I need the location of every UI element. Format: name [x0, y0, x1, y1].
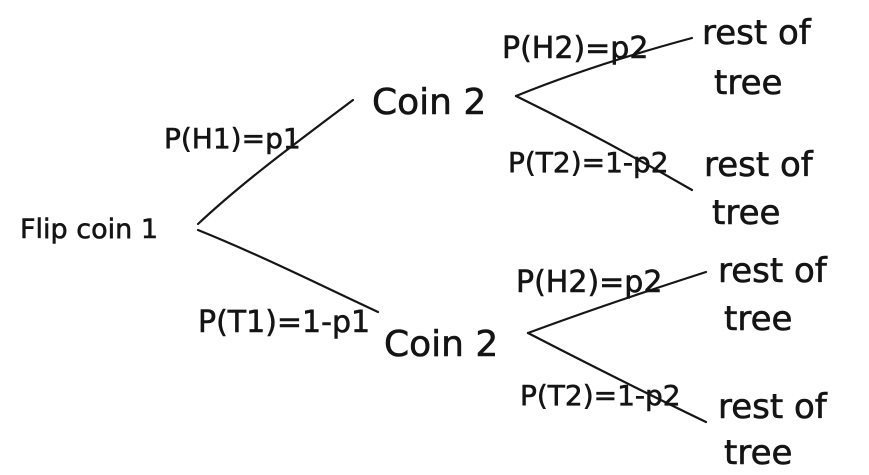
- label-upper-prob-h2: P(H2)=p2: [502, 31, 648, 66]
- leaf-1-line1: rest of: [702, 13, 812, 53]
- label-lower-prob-h2: P(H2)=p2: [516, 265, 662, 300]
- root-node-label: Flip coin 1: [20, 214, 158, 245]
- label-lower-prob-t2: P(T2)=1-p2: [520, 379, 681, 412]
- upper-coin2-node: Coin 2: [372, 82, 486, 123]
- leaf-4: rest of tree: [718, 387, 828, 474]
- branch-lower-heads: [526, 270, 708, 335]
- branch-upper-tails: [514, 94, 694, 192]
- leaf-2: rest of tree: [704, 145, 814, 234]
- branch-upper-heads: [514, 36, 694, 98]
- branch-lower-tails: [526, 331, 708, 424]
- branch-coin1-heads: [196, 98, 355, 226]
- leaf-3-line1: rest of: [718, 251, 828, 291]
- label-prob-h1: P(H1)=p1: [164, 122, 301, 155]
- leaf-1: rest of tree: [702, 13, 812, 104]
- leaf-2-line1: rest of: [704, 145, 814, 185]
- leaf-4-line2: tree: [724, 433, 792, 473]
- leaf-3: rest of tree: [718, 251, 828, 340]
- branch-coin1-tails: [196, 228, 380, 314]
- label-upper-prob-t2: P(T2)=1-p2: [508, 146, 669, 179]
- leaf-4-line1: rest of: [718, 387, 828, 427]
- label-prob-t1: P(T1)=1-p1: [198, 305, 370, 340]
- leaf-3-line2: tree: [724, 299, 792, 339]
- leaf-1-line2: tree: [714, 63, 782, 103]
- leaf-2-line2: tree: [712, 193, 780, 233]
- lower-coin2-node: Coin 2: [384, 324, 498, 365]
